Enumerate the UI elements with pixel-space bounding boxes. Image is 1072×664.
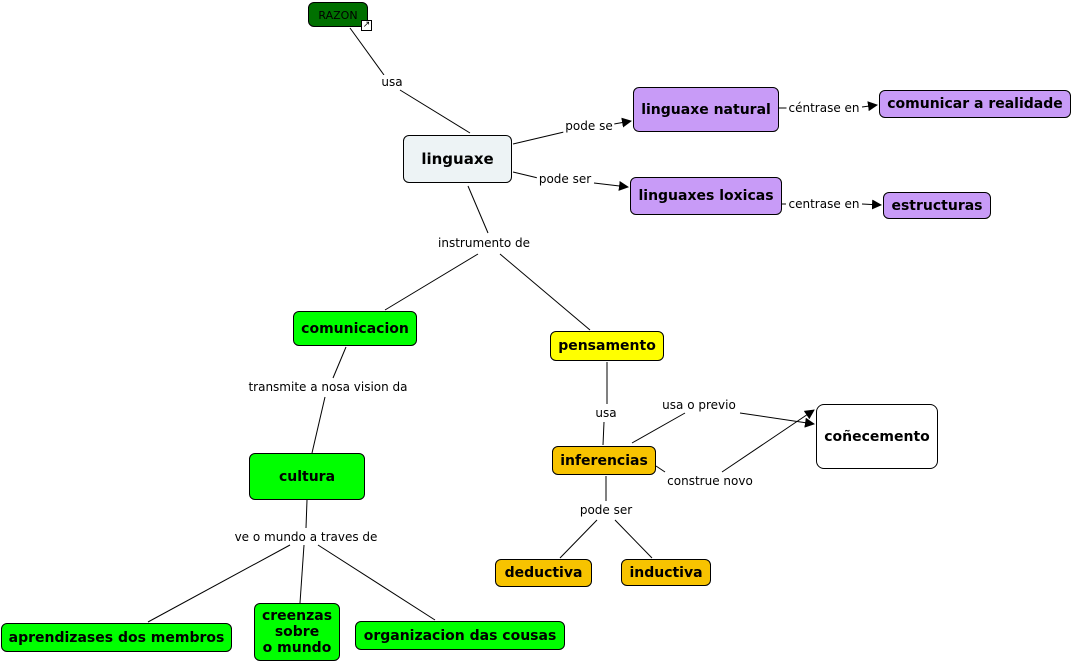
line-instrumento-pensamento	[499, 253, 591, 331]
node-organizacion[interactable]: organizacion das cousas	[355, 621, 565, 650]
line-inferencias-usaprevio	[631, 412, 686, 444]
node-estructuras[interactable]: estructuras	[883, 192, 991, 219]
node-linguaxes-loxicas-label: linguaxes loxicas	[638, 188, 774, 204]
line-podeser-inductiva	[614, 519, 653, 559]
node-pensamento[interactable]: pensamento	[550, 331, 664, 361]
link-label-transmite: transmite a nosa vision da	[246, 380, 410, 394]
node-aprendizases-label: aprendizases dos membros	[8, 629, 225, 646]
line-centrase-comunicar	[861, 101, 878, 112]
node-conecemento[interactable]: coñecemento	[816, 404, 938, 469]
node-deductiva[interactable]: deductiva	[495, 559, 592, 587]
link-label-construe-novo: construe novo	[665, 474, 755, 488]
node-cultura-label: cultura	[278, 468, 336, 485]
line-podeser-deductiva	[559, 519, 598, 559]
line-usa-inferencias	[602, 421, 605, 446]
node-conecemento-label: coñecemento	[824, 428, 930, 445]
node-estructuras-label: estructuras	[891, 197, 983, 214]
node-deductiva-label: deductiva	[504, 565, 583, 581]
node-pensamento-label: pensamento	[558, 338, 656, 354]
node-linguaxe[interactable]: linguaxe	[403, 135, 512, 183]
node-linguaxes-loxicas[interactable]: linguaxes loxicas	[630, 177, 782, 215]
node-linguaxe-label: linguaxe	[421, 150, 494, 168]
line-centrase-estructuras	[861, 199, 882, 210]
line-veomundo-organizacion	[317, 544, 436, 621]
line-linguaxe-podese	[512, 131, 565, 145]
link-label-pode-se: pode se	[563, 119, 615, 133]
node-razon-label: RAZON	[318, 9, 358, 22]
line-usa-linguaxe	[399, 89, 471, 134]
link-label-pode-ser-loxicas: pode ser	[536, 172, 594, 186]
node-comunicacion-label: comunicacion	[301, 320, 409, 337]
link-label-pode-ser-inferencias: pode ser	[577, 503, 635, 517]
line-transmite-cultura	[311, 396, 326, 454]
node-inferencias-label: inferencias	[560, 452, 648, 469]
node-inductiva-label: inductiva	[629, 564, 703, 581]
line-linguaxe-podeser	[512, 171, 539, 179]
node-creenzas-label: creenzas sobre o mundo	[261, 608, 333, 656]
link-label-usa-razon: usa	[379, 75, 405, 89]
line-linguaxe-instrumento	[467, 185, 489, 234]
node-linguaxe-natural-label: linguaxe natural	[641, 101, 771, 118]
node-organizacion-label: organizacion das cousas	[363, 627, 557, 644]
line-razon-usa	[349, 27, 385, 76]
shortcut-arrow-icon[interactable]: ↗	[361, 20, 372, 31]
link-label-ve-o-mundo: ve o mundo a traves de	[232, 530, 380, 544]
node-cultura[interactable]: cultura	[249, 453, 365, 500]
line-usaprevio-conecemento	[739, 412, 815, 428]
node-razon[interactable]: RAZON	[308, 2, 368, 27]
node-comunicacion[interactable]: comunicacion	[293, 311, 417, 346]
link-label-centrase-natural: céntrase en	[786, 101, 862, 115]
line-podese-natural	[613, 117, 632, 128]
node-linguaxe-natural[interactable]: linguaxe natural	[633, 87, 779, 132]
line-inferencias-construe	[655, 465, 666, 473]
line-comunicacion-transmite	[332, 346, 347, 379]
line-instrumento-comunicacion	[384, 253, 479, 311]
line-veomundo-creenzas	[299, 544, 305, 604]
line-construe-conecemento	[721, 409, 815, 473]
link-label-instrumento-de: instrumento de	[436, 236, 532, 250]
line-cultura-veomundo	[305, 499, 308, 529]
node-comunicar-realidade[interactable]: comunicar a realidade	[879, 90, 1071, 118]
link-label-centrase-loxicas: centrase en	[786, 197, 862, 211]
node-aprendizases[interactable]: aprendizases dos membros	[1, 623, 232, 652]
link-label-usa-pensamento: usa	[593, 406, 619, 420]
node-comunicar-realidade-label: comunicar a realidade	[887, 96, 1063, 112]
node-creenzas[interactable]: creenzas sobre o mundo	[254, 603, 340, 661]
line-veomundo-aprendizases	[147, 544, 291, 623]
node-inductiva[interactable]: inductiva	[621, 559, 711, 586]
node-inferencias[interactable]: inferencias	[552, 446, 656, 475]
link-label-usa-o-previo: usa o previo	[660, 398, 738, 412]
line-podeser-loxicas	[593, 180, 629, 191]
